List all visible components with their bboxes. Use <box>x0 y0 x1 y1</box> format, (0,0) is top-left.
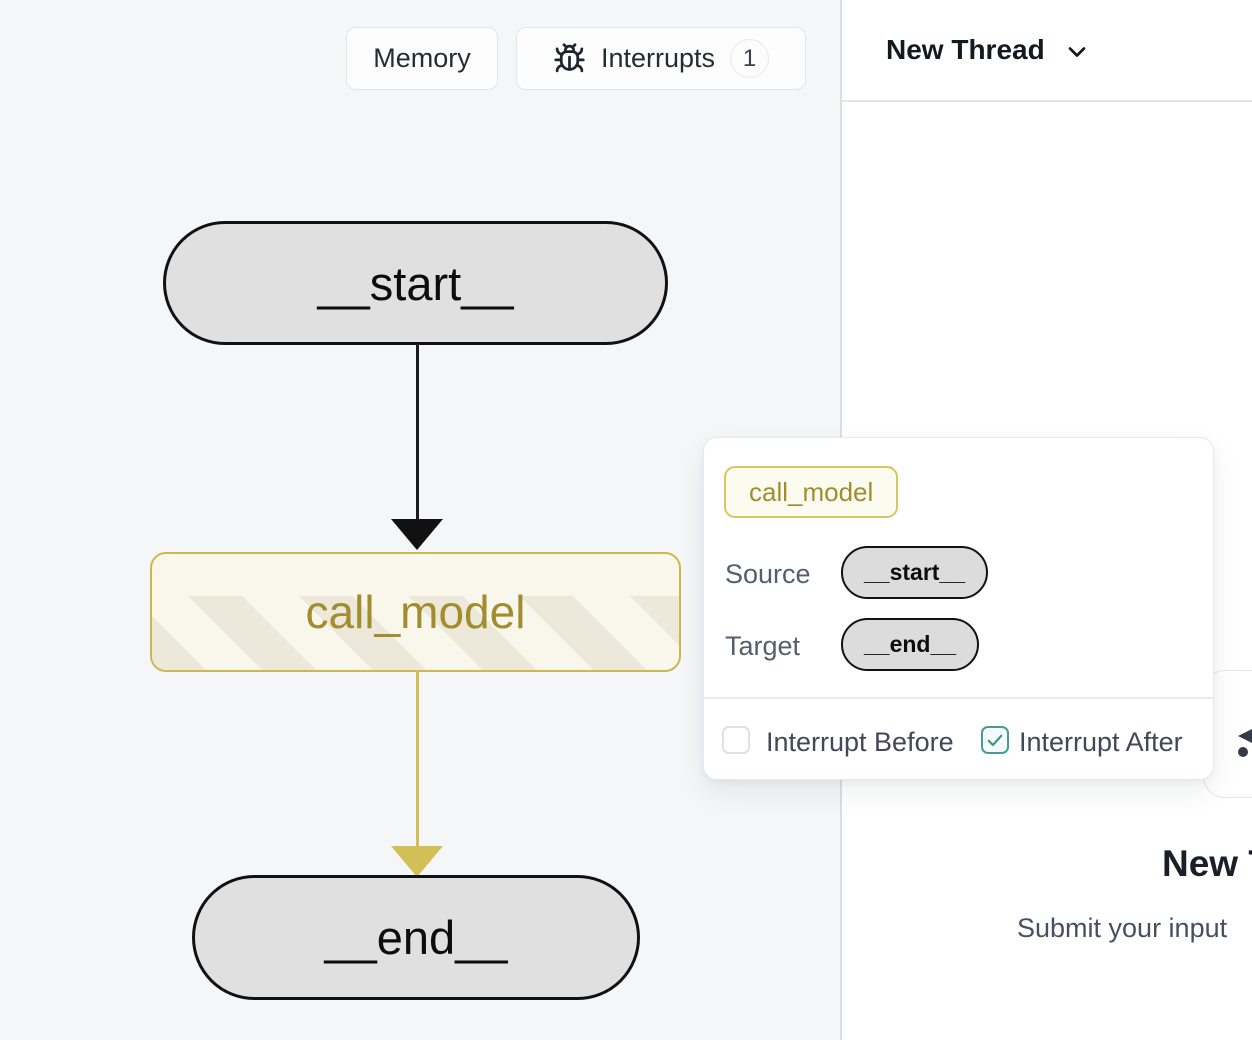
interrupt-after-checkbox[interactable] <box>981 726 1009 754</box>
interrupt-before-label: Interrupt Before <box>766 727 954 757</box>
thread-selector-title: New Thread <box>886 34 1045 65</box>
interrupts-button-label: Interrupts <box>600 43 716 73</box>
interrupts-button[interactable]: Interrupts 1 <box>516 27 806 90</box>
source-value-pill: __start__ <box>841 546 989 599</box>
graph-canvas[interactable]: Memory Interrupts 1 __start__ call_model… <box>0 0 841 1040</box>
popover-divider <box>704 697 1213 699</box>
thread-selector-dropdown[interactable]: New Thread <box>842 0 1252 100</box>
graph-node-start[interactable]: __start__ <box>163 221 668 345</box>
panel-header-divider <box>842 100 1252 102</box>
graph-node-end-label: __end__ <box>324 911 508 964</box>
empty-state-subtitle: Submit your input <box>1017 913 1228 943</box>
interrupts-count-badge: 1 <box>730 39 770 78</box>
source-label: Source <box>725 559 811 589</box>
target-label: Target <box>725 631 801 661</box>
graph-node-end[interactable]: __end__ <box>192 875 640 1000</box>
checkmark-icon <box>987 734 1003 747</box>
node-detail-popover: call_model Source __start__ Target __end… <box>703 437 1214 780</box>
graph-node-call-model-label: call_model <box>305 586 526 638</box>
bug-icon <box>554 43 585 73</box>
target-value-pill: __end__ <box>841 618 980 671</box>
interrupt-after-label: Interrupt After <box>1019 727 1183 757</box>
memory-button-label: Memory <box>373 43 471 73</box>
interrupt-before-checkbox[interactable] <box>722 726 750 754</box>
edge-end-arrowhead-icon <box>391 846 443 877</box>
edge-start-arrowhead-icon <box>391 519 443 550</box>
graph-node-call-model[interactable]: call_model <box>150 552 681 672</box>
edge-start-to-call-model <box>416 344 419 520</box>
edge-call-model-to-end <box>416 671 419 847</box>
interrupt-stripes-overlay <box>152 596 679 670</box>
popover-node-badge: call_model <box>724 466 899 518</box>
memory-button[interactable]: Memory <box>346 27 498 90</box>
chevron-down-icon <box>1068 47 1086 57</box>
branch-icon[interactable] <box>1236 726 1252 760</box>
graph-node-start-label: __start__ <box>317 256 514 310</box>
empty-state-title: New Thread <box>1162 843 1252 884</box>
